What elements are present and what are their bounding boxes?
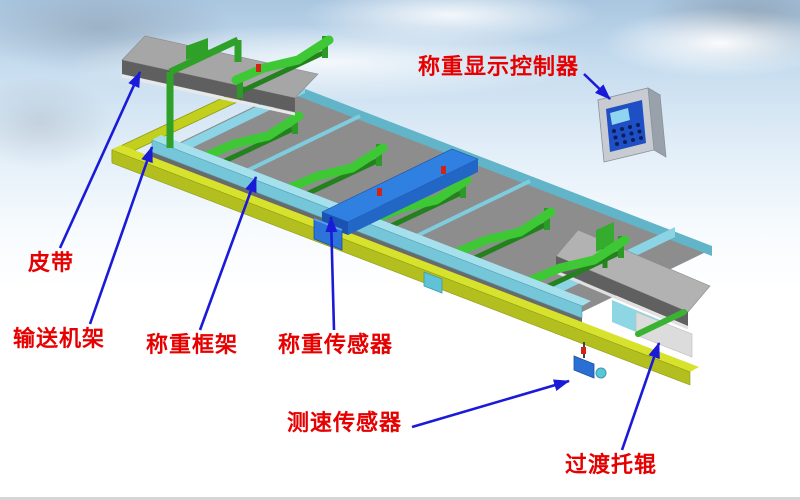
red-fitting <box>441 166 446 174</box>
weighing-frame-brace <box>399 179 531 246</box>
controller-buttons <box>612 123 643 146</box>
entry-trough-idler <box>231 35 334 98</box>
transition-wedge <box>635 311 693 358</box>
red-fitting <box>377 188 382 196</box>
label-controller: 称重显示控制器 <box>418 55 580 80</box>
transition-idler-arrow <box>620 342 661 451</box>
controller-panel <box>606 100 646 152</box>
weighing-frame-brace <box>229 114 361 181</box>
weighing-frame-arrow <box>198 176 258 331</box>
annotation-arrows <box>58 71 661 451</box>
controller-box <box>596 87 667 163</box>
red-fitting <box>256 64 261 72</box>
label-belt: 皮带 <box>28 251 75 276</box>
label-conveyor-frame: 输送机架 <box>13 327 106 352</box>
speed-sensor-device <box>573 342 607 379</box>
weighing-frame-back-rail <box>282 80 712 256</box>
speed-sensor-arrow <box>411 379 570 429</box>
conveyor-frame-rail <box>111 145 699 386</box>
transition-idler-roller <box>635 309 687 337</box>
load-cell-arrow <box>325 216 338 331</box>
green-bracket <box>186 38 208 60</box>
frame-junction-box <box>423 271 443 294</box>
entry-support-stand <box>166 36 242 148</box>
label-speed-sensor: 测速传感器 <box>287 411 403 436</box>
conveyor-frame-arrow <box>88 146 154 325</box>
label-load-cell: 称重传感器 <box>278 333 394 358</box>
belt-arrow <box>58 71 142 249</box>
controller-display <box>610 108 630 125</box>
controller-arrow <box>583 73 611 100</box>
red-fitting <box>581 347 586 354</box>
label-transition-idler: 过渡托辊 <box>565 453 658 478</box>
label-weighing-frame: 称重框架 <box>146 333 239 358</box>
bottom-edge <box>0 497 800 500</box>
